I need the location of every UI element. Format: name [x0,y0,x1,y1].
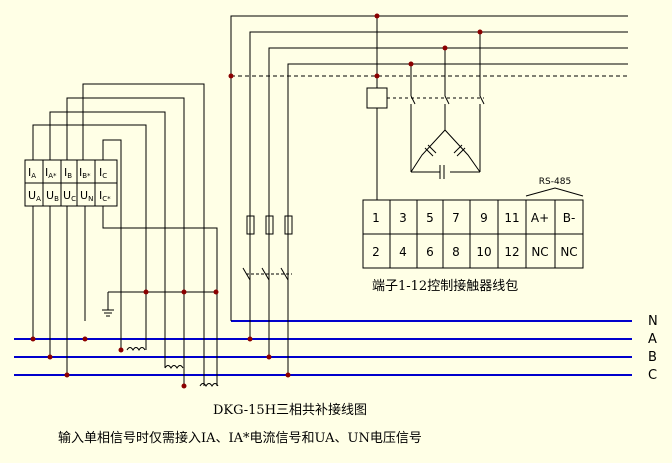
signal-label-ia-star: IA* [45,166,57,180]
terminal-nc-1: NC [531,245,548,259]
busbars: N A B C [14,314,658,383]
terminal-1: 1 [372,211,380,225]
power-feed-lines [230,15,628,375]
terminal-2: 2 [372,245,380,259]
signal-label-ic-star: IC* [99,189,111,203]
signal-label-ib: IB [64,166,72,180]
terminal-caption: 端子1-12控制接触器线包 [372,278,518,294]
rs485-bracket [525,187,584,197]
terminal-11: 11 [504,211,519,225]
terminal-7: 7 [452,211,460,225]
terminal-9: 9 [480,211,488,225]
signal-label-un: UN [80,189,93,203]
signal-label-ic: IC [99,166,107,180]
bus-label-c: C [648,368,657,383]
terminal-6: 6 [426,245,434,259]
bus-label-a: A [648,332,657,347]
signal-input-block: IA IA* IB IB* IC UA UB UC UN IC* [24,159,118,207]
terminal-8: 8 [452,245,460,259]
terminal-12: 12 [504,245,519,259]
terminal-4: 4 [399,245,407,259]
signal-label-ua: UA [28,189,41,203]
terminal-3: 3 [399,211,407,225]
terminal-nc-2: NC [560,245,577,259]
bus-label-b: B [648,350,657,365]
terminal-a-plus: A+ [531,211,549,225]
signal-label-ia: IA [28,166,36,180]
signal-label-uc: UC [63,189,76,203]
terminal-10: 10 [476,245,491,259]
bus-label-n: N [648,314,658,329]
signal-wiring [32,83,219,387]
junction-dots [30,13,483,389]
single-phase-note: 输入单相信号时仅需接入IA、IA*电流信号和UA、UN电压信号 [58,430,422,446]
terminal-b-minus: B- [563,211,576,225]
rs485-label: RS-485 [539,177,571,187]
signal-label-ub: UB [46,189,59,203]
diagram-title: DKG-15H三相共补接线图 [213,402,367,418]
terminal-5: 5 [426,211,434,225]
signal-label-ib-star: IB* [79,166,91,180]
fuses-and-switches [242,215,293,281]
terminal-block: 1 3 5 7 9 11 A+ B- 2 4 6 8 10 12 NC NC R… [362,177,584,269]
